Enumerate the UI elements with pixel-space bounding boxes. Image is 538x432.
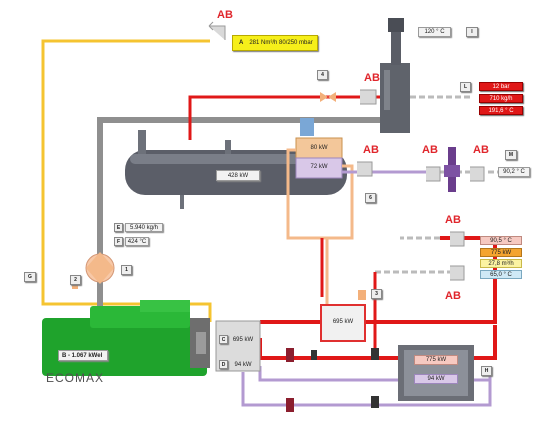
ab-mark: AB bbox=[445, 290, 461, 302]
engine-c-letter: C bbox=[219, 335, 228, 344]
boiler-power: 428 kW bbox=[216, 170, 260, 181]
marker-4: 4 bbox=[317, 70, 328, 80]
economizer bbox=[295, 137, 343, 179]
steam-flow: 710 kg/h bbox=[479, 94, 523, 103]
dry-cooler bbox=[398, 345, 474, 401]
economizer-bottom-power: 72 kW bbox=[310, 164, 328, 170]
exhaust-heat-exchanger bbox=[85, 252, 115, 284]
steam-pipe bbox=[188, 95, 380, 140]
plate-hx-power: 695 kW bbox=[332, 319, 354, 325]
hot-water-flow: 27,8 m³/h bbox=[480, 259, 522, 268]
marker-3: 3 bbox=[371, 289, 382, 299]
steam-temp: 191,6 ° C bbox=[479, 106, 523, 115]
ab-mark: AB bbox=[363, 144, 379, 156]
cooler-letter: H bbox=[481, 366, 492, 376]
chp-engine bbox=[42, 300, 210, 376]
cooler-bottom-power: 94 kW bbox=[414, 374, 458, 384]
gas-supply-pipe bbox=[41, 39, 212, 322]
gas-panel-value: 281 Nm³/h 80/250 mbar bbox=[249, 40, 313, 46]
exhaust-stack bbox=[380, 18, 410, 133]
ab-mark: AB bbox=[445, 214, 461, 226]
feed-pump bbox=[444, 147, 460, 192]
exhaust-temp: 424 °C bbox=[125, 237, 149, 246]
ab-arrows bbox=[208, 21, 485, 281]
feed-water-letter: M bbox=[505, 150, 517, 160]
engine-d-power: 94 kW bbox=[234, 361, 252, 368]
marker-2: 2 bbox=[70, 275, 81, 285]
econ-loop bbox=[286, 148, 329, 305]
steam-pressure: 12 bar bbox=[479, 82, 523, 91]
ab-mark: AB bbox=[473, 144, 489, 156]
cooler-top-power: 775 kW bbox=[414, 355, 458, 365]
hot-water-supply-temp: 90,5 ° C bbox=[480, 236, 522, 245]
ecomax-logo: ECOMAX bbox=[46, 371, 105, 385]
ab-mark: AB bbox=[364, 72, 380, 84]
ab-mark: AB bbox=[422, 144, 438, 156]
exhaust-f-letter: F bbox=[114, 237, 123, 246]
gas-panel-letter: A bbox=[239, 40, 244, 46]
plate-hx bbox=[320, 304, 366, 342]
marker-1: 1 bbox=[121, 265, 132, 275]
economizer-top-power: 80 kW bbox=[310, 145, 328, 151]
hot-water-line bbox=[260, 236, 497, 324]
left-letter: G bbox=[24, 272, 36, 282]
engine-rating: B - 1.067 kWel bbox=[58, 350, 108, 361]
low-temp-return bbox=[241, 372, 492, 407]
steam-letter: L bbox=[460, 82, 471, 92]
gas-panel: A 281 Nm³/h 80/250 mbar bbox=[232, 35, 318, 51]
ab-mark: AB bbox=[217, 9, 233, 21]
stack-temp: 120 ° C bbox=[418, 27, 451, 37]
feed-water-temp: 90,2 ° C bbox=[498, 167, 530, 177]
engine-d-letter: D bbox=[219, 360, 228, 369]
hot-water-return-temp: 65,0 ° C bbox=[480, 270, 522, 279]
pumps bbox=[286, 348, 379, 412]
hot-water-power: 775 kW bbox=[480, 248, 522, 257]
stack-letter: I bbox=[466, 27, 478, 37]
engine-c-power: 695 kW bbox=[232, 336, 254, 343]
econ-to-boiler bbox=[327, 164, 354, 240]
exhaust-e-letter: E bbox=[114, 223, 123, 232]
exhaust-flow: 5.940 kg/h bbox=[125, 223, 163, 232]
marker-6: 6 bbox=[365, 193, 376, 203]
